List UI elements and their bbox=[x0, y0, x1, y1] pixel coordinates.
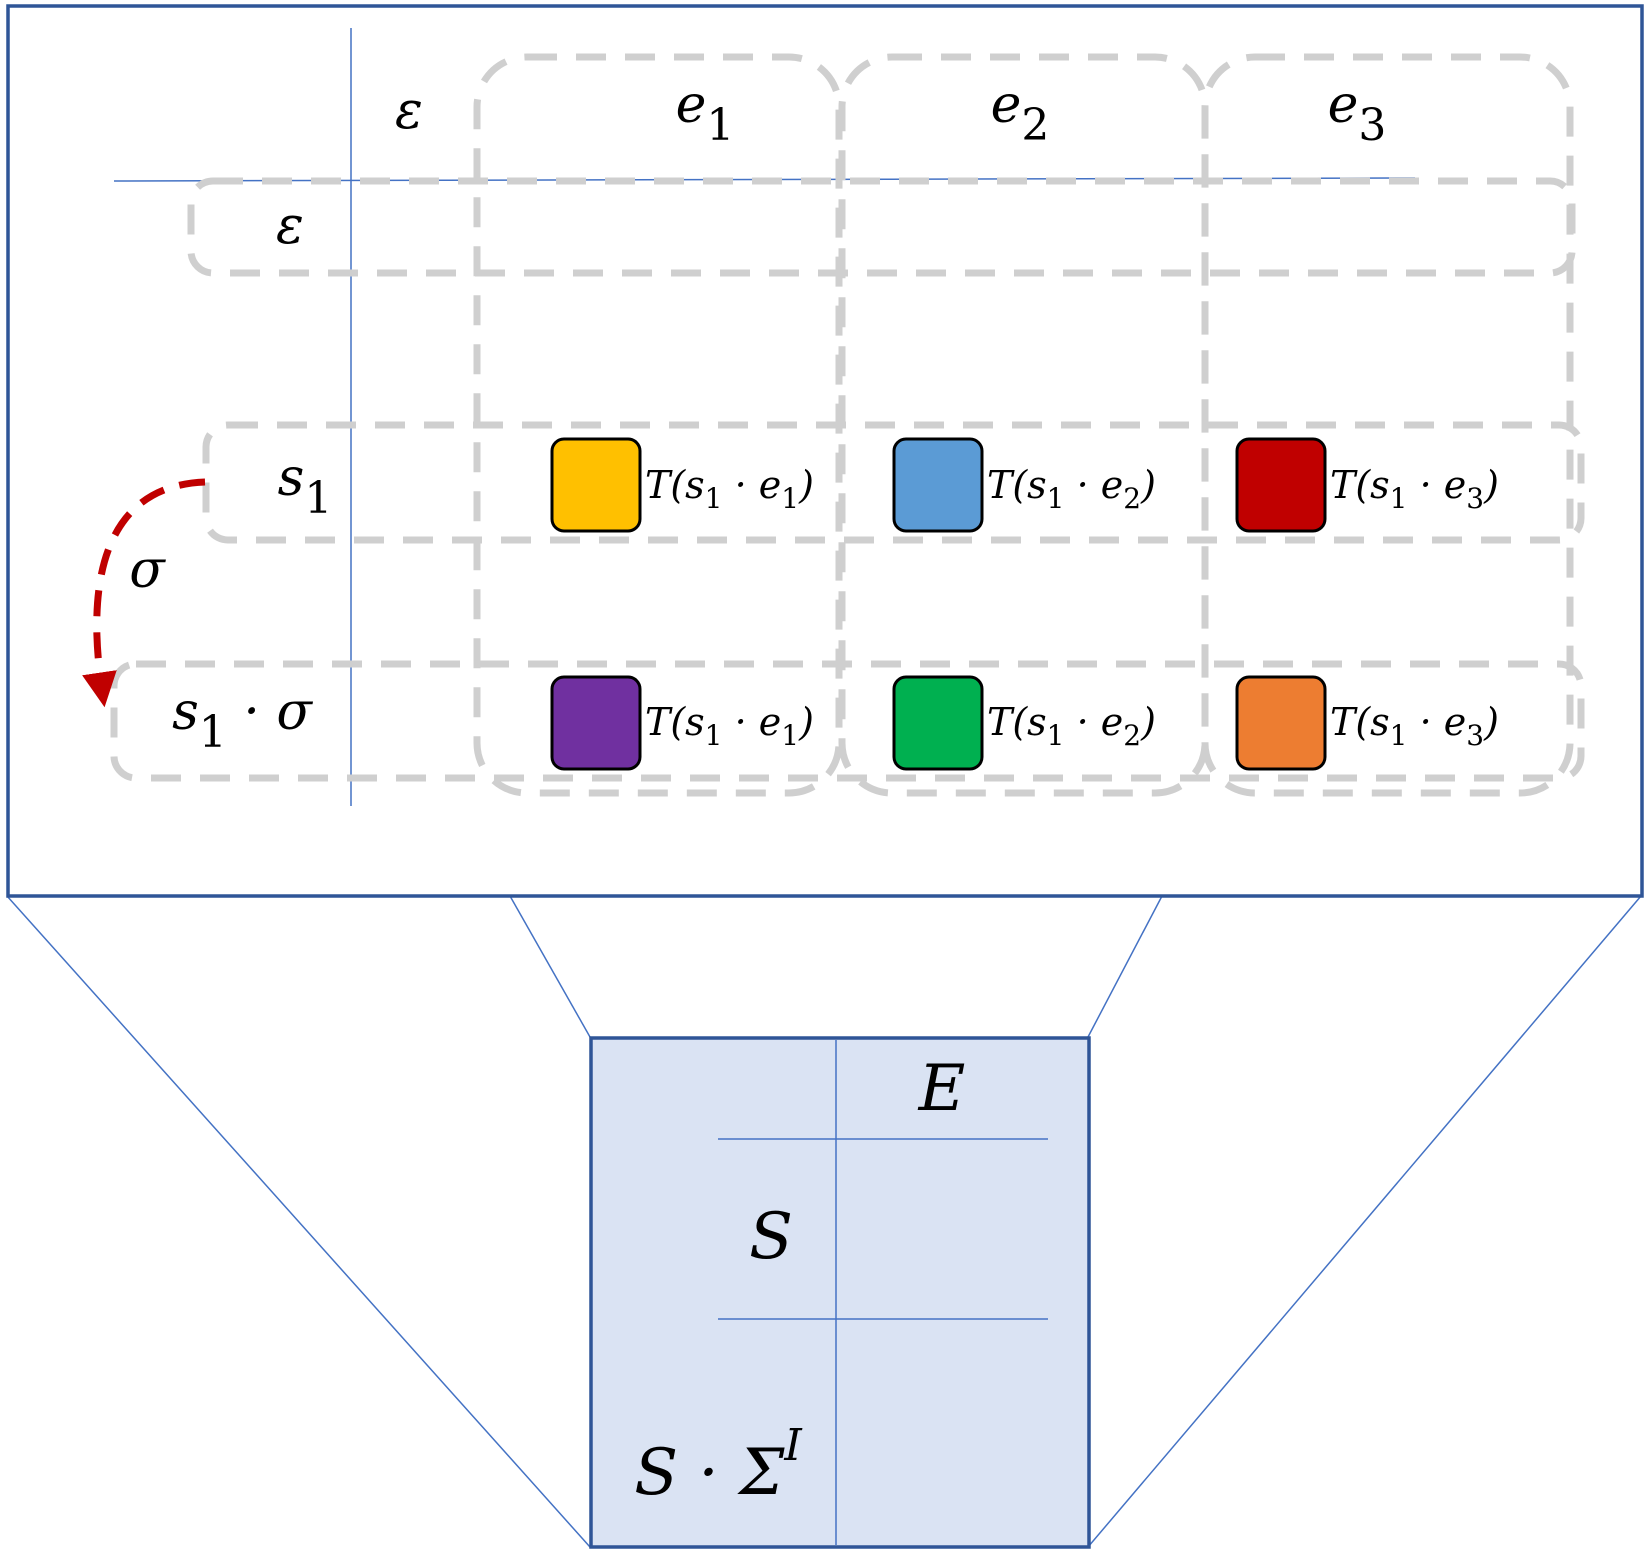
row-outlines bbox=[110, 177, 1585, 782]
zoom-panel-frame bbox=[6, 4, 1644, 898]
overview-row-header-S: S bbox=[749, 1200, 793, 1274]
cell-label-s1-e1: T(s1 · e1) bbox=[645, 463, 814, 515]
connector-right-outer bbox=[1087, 895, 1642, 1548]
cell-label-s1-e3: T(s1 · e3) bbox=[1330, 463, 1499, 515]
cell-swatch-s1sigma-e3 bbox=[1235, 675, 1327, 771]
col-header-e1: e1 bbox=[676, 75, 735, 151]
cell-swatch-s1sigma-e1 bbox=[550, 675, 642, 771]
cell-label-s1sigma-e3: T(s1 · e3) bbox=[1330, 700, 1499, 752]
row-header-epsilon: ε bbox=[276, 196, 304, 256]
row-outline-epsilon bbox=[187, 177, 1576, 277]
connector-left-inner bbox=[509, 895, 591, 1038]
connector-right-inner bbox=[1087, 895, 1163, 1038]
overview-table: E S S · ΣI bbox=[589, 1036, 1091, 1549]
cell-label-s1sigma-e2: T(s1 · e2) bbox=[987, 700, 1156, 752]
cell-swatch-s1-e3 bbox=[1235, 437, 1327, 533]
connector-left-outer bbox=[6, 895, 591, 1548]
zoom-connectors bbox=[6, 895, 1642, 1548]
cell-swatch-s1sigma-e2 bbox=[892, 675, 984, 771]
sigma-transition-label: σ bbox=[129, 540, 166, 600]
sigma-transition-arrow bbox=[82, 478, 206, 708]
col-header-e3: e3 bbox=[1328, 75, 1387, 151]
col-header-epsilon: ε bbox=[395, 81, 423, 141]
overview-col-header-E: E bbox=[918, 1052, 966, 1126]
cell-swatch-s1-e2 bbox=[892, 437, 984, 533]
row-s1-sigma-cells: T(s1 · e1) T(s1 · e2) T(s1 · e3) bbox=[550, 675, 1499, 771]
overview-row-header-S-Sigma-I: S · ΣI bbox=[634, 1420, 803, 1510]
col-header-e2: e2 bbox=[991, 75, 1050, 151]
cell-label-s1-e2: T(s1 · e2) bbox=[987, 463, 1156, 515]
row-header-s1-sigma: s1 · σ bbox=[172, 682, 313, 758]
row-outline-s1 bbox=[202, 421, 1585, 544]
cell-label-s1sigma-e1: T(s1 · e1) bbox=[645, 700, 814, 752]
row-s1-cells: T(s1 · e1) T(s1 · e2) T(s1 · e3) bbox=[550, 437, 1499, 533]
row-outline-s1-sigma bbox=[110, 660, 1585, 782]
cell-swatch-s1-e1 bbox=[550, 437, 642, 533]
row-header-s1: s1 bbox=[278, 448, 333, 524]
overview-table-frame bbox=[589, 1036, 1091, 1549]
